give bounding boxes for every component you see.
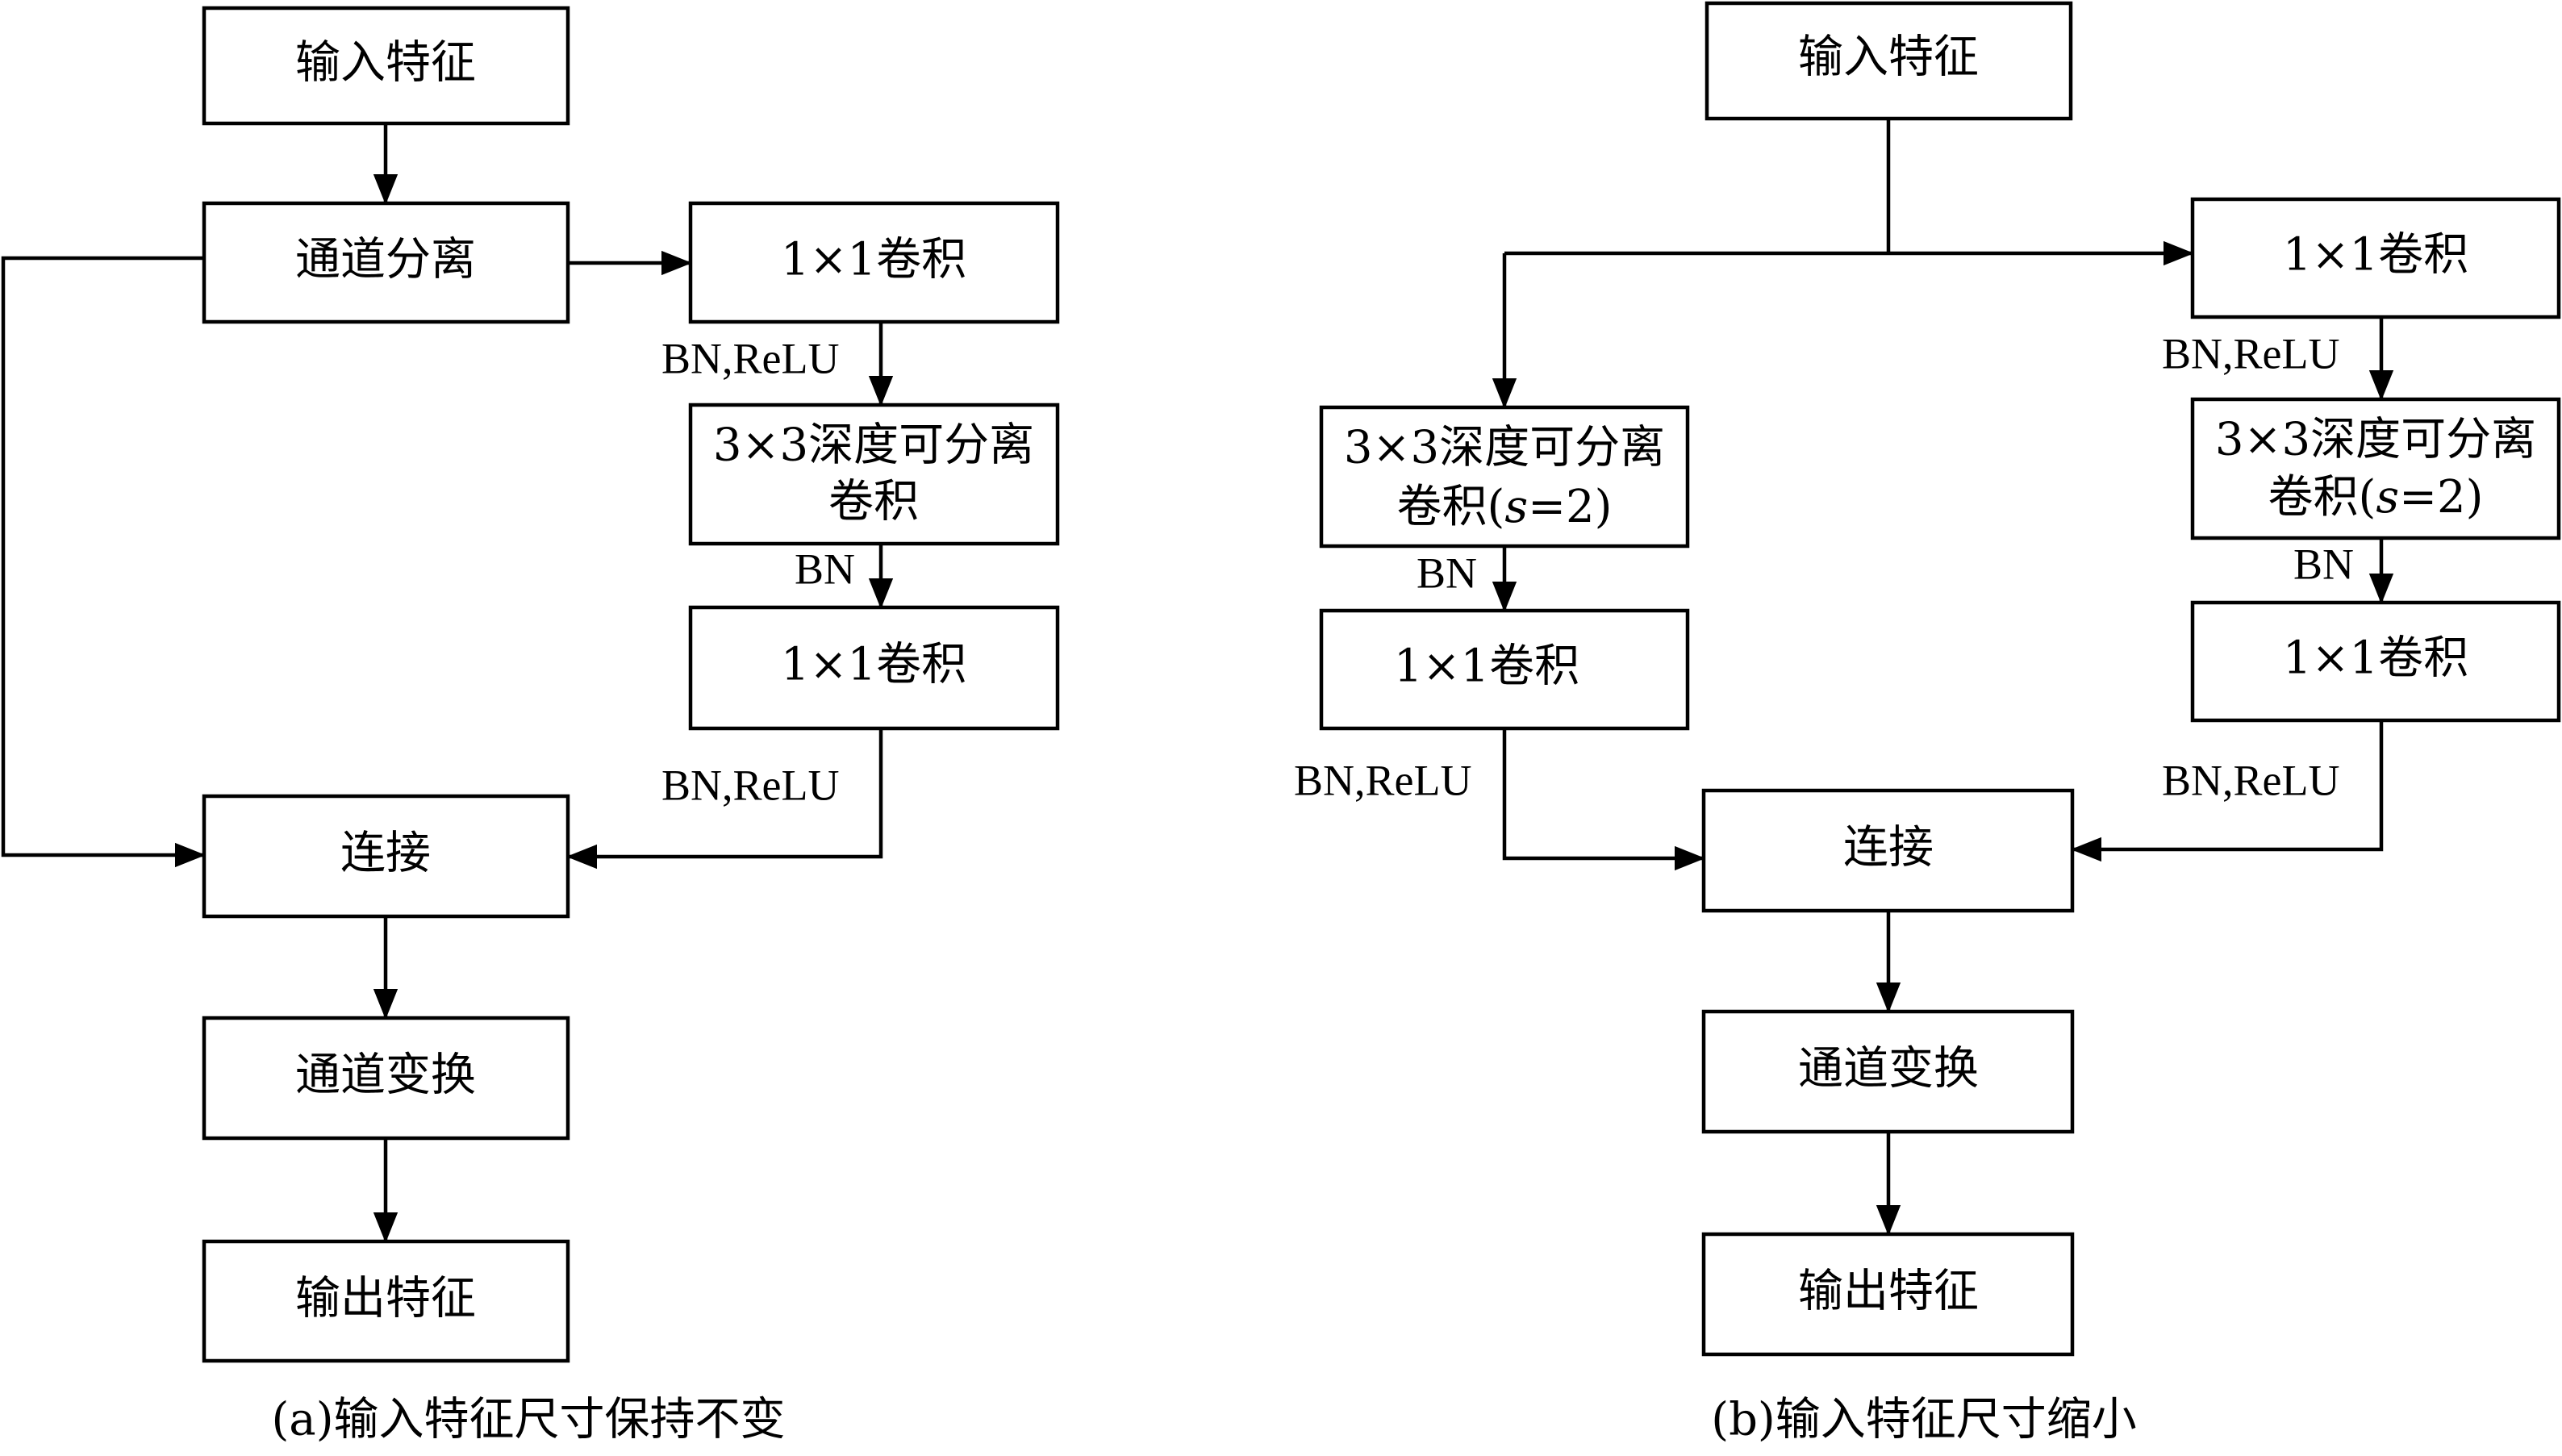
a-dwconv-label-line1: 3×3深度可分离 (713, 419, 1034, 472)
a-shuffle-label: 通道变换 (295, 1049, 476, 1102)
a-shuffle-box: 通道变换 (202, 1016, 570, 1141)
a-input-label: 输入特征 (295, 37, 476, 90)
a-dwconv-label-line2: 卷积 (828, 476, 919, 528)
b-output-label: 输出特征 (1798, 1266, 1979, 1318)
b-right-dwconv-box: 3×3深度可分离 卷积(s=2) (2190, 397, 2561, 540)
b-left-dwconv-label-line2: 卷积(s=2) (1396, 481, 1612, 533)
b-arrow-left-conv-to-concat (1502, 728, 1705, 871)
b-input-box: 输入特征 (1705, 1, 2073, 121)
b-left-label-bn-relu: BN,ReLU (1294, 756, 1471, 804)
a-dwconv-box: 3×3深度可分离 卷积 (688, 403, 1060, 546)
b-left-conv-box: 1×1卷积 (1319, 608, 1690, 731)
a-split-label: 通道分离 (295, 234, 476, 286)
a-arrow-conv2-to-concat (566, 728, 883, 870)
a-concat-label: 连接 (340, 828, 431, 880)
a-conv2-box: 1×1卷积 (688, 605, 1060, 731)
a-conv2-label: 1×1卷积 (781, 639, 966, 691)
b-concat-box: 连接 (1701, 788, 2075, 913)
b-right-label-bn-relu-1: BN,ReLU (2162, 329, 2339, 378)
a-label-bn: BN (795, 544, 855, 593)
a-label-bn-relu-1: BN,ReLU (661, 334, 839, 382)
b-right-conv1-box: 1×1卷积 (2190, 197, 2561, 319)
a-arrow-shortcut-to-concat (1, 256, 206, 868)
a-conv1-box: 1×1卷积 (688, 201, 1060, 324)
b-shuffle-box: 通道变换 (1701, 1009, 2075, 1134)
a-concat-box: 连接 (202, 794, 570, 919)
b-shuffle-label: 通道变换 (1798, 1043, 1979, 1095)
a-output-label: 输出特征 (295, 1273, 476, 1325)
a-label-bn-relu-2: BN,ReLU (661, 761, 839, 809)
b-right-conv1-label: 1×1卷积 (2283, 229, 2468, 282)
b-left-dwconv-label-line1: 3×3深度可分离 (1344, 422, 1665, 474)
panel-b: 输入特征 3×3深度可分离 卷积(s=2) 1×1卷积 1×1卷积 3×3深度可… (1294, 1, 2561, 1446)
b-output-box: 输出特征 (1701, 1232, 2075, 1357)
b-arrow-right-conv2-to-concat (2071, 720, 2384, 862)
b-caption: (b)输入特征尺寸缩小 (1711, 1394, 2137, 1446)
a-split-box: 通道分离 (202, 201, 570, 324)
b-concat-label: 连接 (1843, 822, 1934, 874)
a-conv1-label: 1×1卷积 (781, 234, 966, 286)
b-left-conv-label: 1×1卷积 (1394, 640, 1579, 693)
a-input-box: 输入特征 (202, 6, 570, 126)
b-right-conv2-box: 1×1卷积 (2190, 600, 2561, 723)
b-right-label-bn-relu-2: BN,ReLU (2162, 756, 2339, 804)
a-output-box: 输出特征 (202, 1239, 570, 1363)
panel-a: 输入特征 通道分离 1×1卷积 3×3深度可分离 卷积 1×1卷积 连接 通道变… (1, 6, 1060, 1446)
b-right-dwconv-label-line1: 3×3深度可分离 (2215, 414, 2536, 466)
b-left-dwconv-box: 3×3深度可分离 卷积(s=2) (1319, 405, 1690, 549)
b-right-dwconv-label-line2: 卷积(s=2) (2268, 471, 2483, 524)
b-right-conv2-label: 1×1卷积 (2283, 632, 2468, 685)
b-input-label: 输入特征 (1798, 31, 1979, 84)
b-left-label-bn: BN (1417, 549, 1477, 597)
b-right-label-bn: BN (2293, 540, 2354, 588)
a-caption: (a)输入特征尺寸保持不变 (271, 1394, 785, 1446)
